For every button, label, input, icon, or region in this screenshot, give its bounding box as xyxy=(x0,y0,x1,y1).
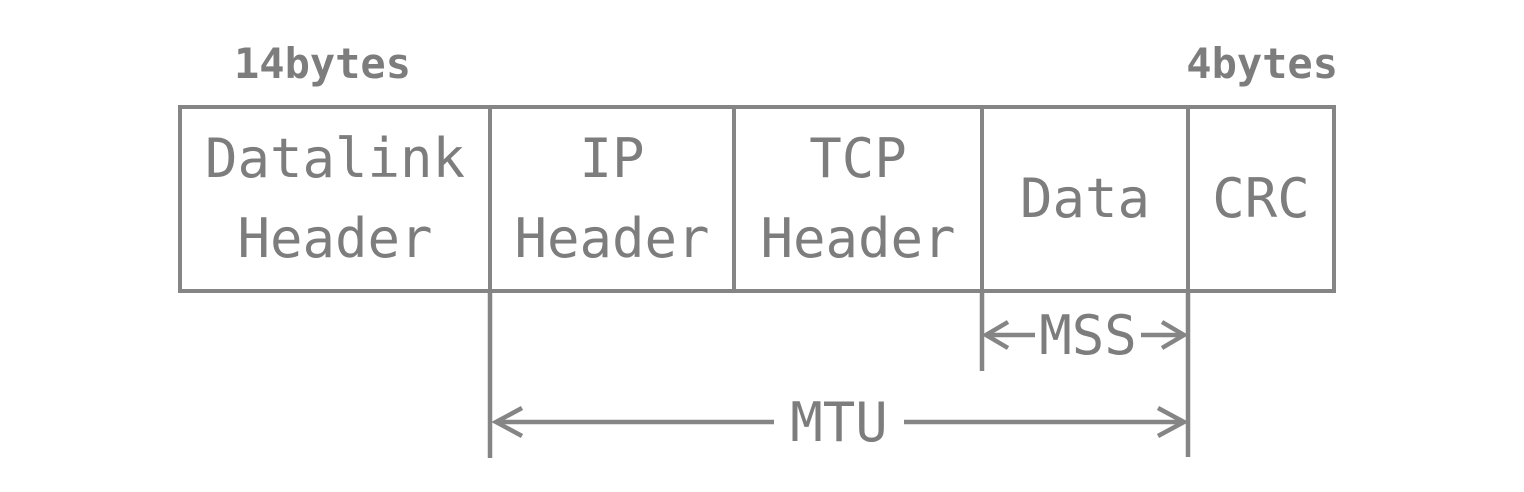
mss-arrowhead-right xyxy=(1160,320,1189,350)
field-label-line: Data xyxy=(1019,167,1151,230)
field-label-line: Header xyxy=(237,207,433,270)
field-label-line: Header xyxy=(514,207,710,270)
mtu-arrowhead-left xyxy=(491,406,524,438)
mtu-arrowhead-right xyxy=(1156,406,1189,438)
mtu-arrow xyxy=(491,406,1189,438)
divider-extension-lines xyxy=(487,289,1191,458)
field-data: Data xyxy=(984,109,1190,289)
field-label-line: TCP xyxy=(809,127,907,190)
field-label-line: CRC xyxy=(1212,167,1310,230)
mss-arrowhead-left xyxy=(981,320,1010,350)
field-label-line: Datalink xyxy=(204,127,466,190)
field-ip-header: IP Header xyxy=(492,109,736,289)
crc-size-label: 4bytes xyxy=(1186,39,1338,88)
field-datalink-header: Datalink Header xyxy=(182,109,492,289)
field-label-line: Header xyxy=(760,207,956,270)
mss-arrow xyxy=(981,320,1189,350)
frame-row: Datalink Header IP Header TCP Header Dat… xyxy=(178,105,1336,293)
field-crc: CRC xyxy=(1190,109,1332,289)
mss-label: MSS xyxy=(1039,304,1137,367)
datalink-size-label: 14bytes xyxy=(234,39,412,88)
field-label-line: IP xyxy=(579,127,645,190)
field-tcp-header: TCP Header xyxy=(736,109,984,289)
mtu-label: MTU xyxy=(790,391,888,454)
